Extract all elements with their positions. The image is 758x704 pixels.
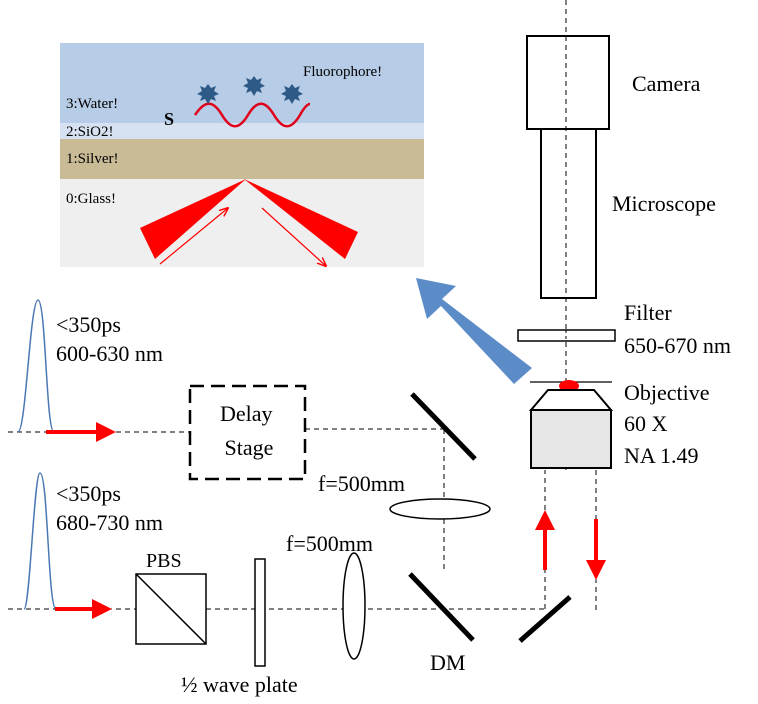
upper-mirror [410, 392, 477, 461]
pbs-diagonal [135, 573, 207, 645]
probe-pulse-icon [17, 299, 55, 433]
silver-layer [60, 139, 424, 179]
objective-label: Objective [624, 380, 710, 405]
pump-wavelength-label: 680-730 nm [56, 510, 163, 535]
fluorophore-icon [197, 84, 219, 104]
inset-panel [60, 43, 424, 267]
dm-label: DM [430, 650, 465, 675]
probe-wavelength-label: 600-630 nm [56, 341, 163, 366]
incident-beam [140, 179, 246, 259]
glass-label: 0:Glass! [66, 191, 116, 207]
camera-label: Camera [632, 71, 701, 96]
incident-ray-arrow [159, 208, 228, 265]
camera-body [526, 35, 610, 130]
silver-label: 1:Silver! [66, 151, 119, 167]
fluorophore-icon [281, 84, 303, 104]
pbs-label: PBS [146, 550, 182, 572]
sio2-label: 2:SiO2! [66, 124, 114, 140]
fluorophore-label: Fluorophore! [303, 64, 382, 80]
objective-top [528, 389, 614, 411]
probe-pulse-label: <350ps [56, 312, 121, 337]
objective-mag-label: 60 X [624, 411, 668, 436]
dichroic-mirror [408, 572, 475, 642]
lower-lens-label: f=500mm [286, 531, 373, 556]
objective-na-label: NA 1.49 [624, 443, 699, 468]
objective-body [530, 409, 612, 469]
wave-plate-label: ½ wave plate [181, 672, 298, 697]
delay-stage-box [188, 384, 307, 481]
filter-label: Filter [624, 300, 672, 325]
bottom-mirror [518, 595, 572, 643]
zoom-arrow-icon [416, 278, 532, 384]
filter-range-label: 650-670 nm [624, 333, 731, 358]
surface-plasmon-wave [193, 102, 311, 128]
microscope-tube [540, 128, 597, 299]
water-label: 3:Water! [66, 96, 118, 112]
pump-pulse-label: <350ps [56, 481, 121, 506]
glass-layer [60, 179, 424, 267]
lower-lens [342, 552, 366, 660]
fluorophore-icon [243, 76, 265, 96]
delay-stage-label: Delay Stage [220, 401, 278, 460]
pump-pulse-icon [23, 472, 57, 610]
reflected-ray-arrow [261, 207, 326, 266]
sio2-layer [60, 123, 424, 139]
s-label: S [164, 109, 174, 129]
reflected-beam [244, 179, 358, 259]
water-layer [60, 43, 424, 123]
half-wave-plate [254, 558, 266, 667]
upper-lens [389, 498, 491, 520]
upper-lens-label: f=500mm [318, 471, 405, 496]
microscope-label: Microscope [612, 191, 716, 216]
